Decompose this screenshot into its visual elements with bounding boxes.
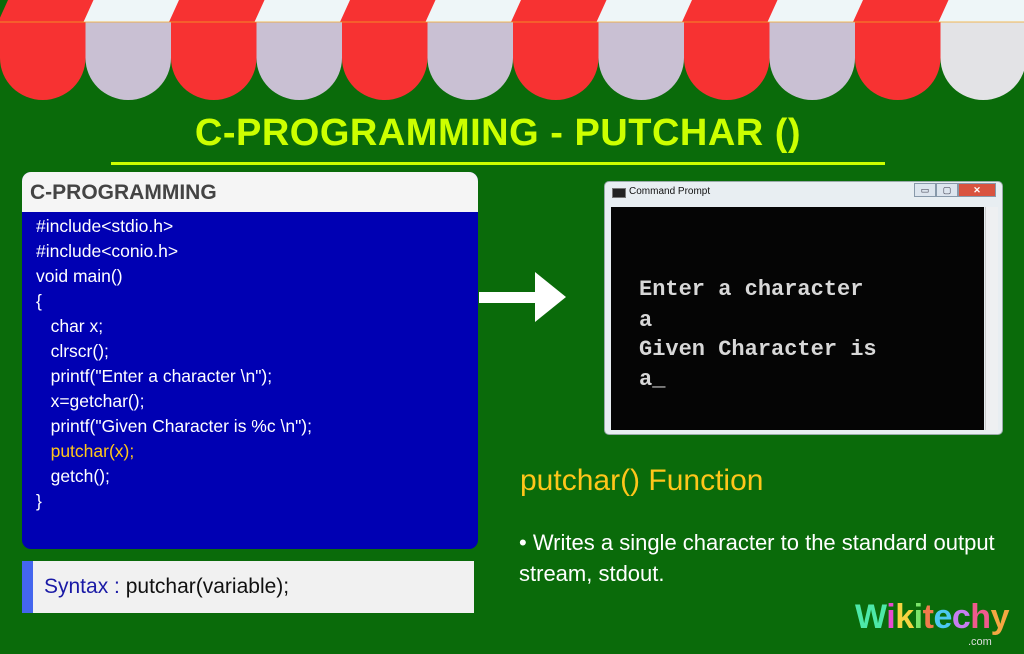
code-block: #include<stdio.h> #include<conio.h> void m… <box>22 212 478 514</box>
code-line: printf("Enter a character \n"); <box>36 366 273 386</box>
code-line: char x; <box>36 316 104 336</box>
code-line: printf("Given Character is %c \n"); <box>36 416 312 436</box>
code-line: x=getchar(); <box>36 391 145 411</box>
console-line: Given Character is <box>639 337 877 362</box>
logo-domain: .com <box>968 636 992 648</box>
syntax-value: putchar(variable); <box>119 575 290 598</box>
vertical-scrollbar[interactable] <box>985 207 998 430</box>
code-line: { <box>36 291 42 311</box>
console-output: Enter a character a Given Character is a… <box>611 207 984 430</box>
maximize-button[interactable]: ▢ <box>936 183 958 197</box>
function-description: • Writes a single character to the stand… <box>519 530 995 586</box>
code-card: C-PROGRAMMING #include<stdio.h>#include<… <box>22 172 478 549</box>
wikitechy-logo: Wikitechy <box>855 598 1010 636</box>
console-line: a <box>639 308 653 333</box>
page-title: C-PROGRAMMING - PUTCHAR () <box>194 112 802 154</box>
syntax-label: Syntax : <box>44 575 120 598</box>
awning-decoration <box>0 0 1024 100</box>
minimize-button[interactable]: ▭ <box>914 183 936 197</box>
code-line: putchar(x); <box>36 441 135 461</box>
console-line: a_ <box>639 367 666 392</box>
code-line: getch(); <box>36 466 110 486</box>
terminal-icon <box>612 188 626 198</box>
code-line: void main() <box>36 266 123 286</box>
console-line: Enter a character <box>639 277 864 302</box>
logo-w: W <box>855 598 887 636</box>
code-line: #include<stdio.h> <box>36 216 174 236</box>
code-line: clrscr(); <box>36 341 109 361</box>
function-heading: putchar() Function <box>520 464 764 497</box>
code-card-header: C-PROGRAMMING <box>22 172 478 212</box>
command-prompt-window: Command Prompt ▭ ▢ ✕ Enter a character a… <box>604 181 1003 435</box>
code-line: #include<conio.h> <box>36 241 179 261</box>
syntax-box: Syntax : putchar(variable); <box>22 561 474 613</box>
code-line: } <box>36 491 42 511</box>
close-button[interactable]: ✕ <box>958 183 996 197</box>
right-arrow-icon <box>479 272 566 322</box>
window-title: Command Prompt <box>629 186 711 197</box>
title-underline <box>111 162 885 165</box>
